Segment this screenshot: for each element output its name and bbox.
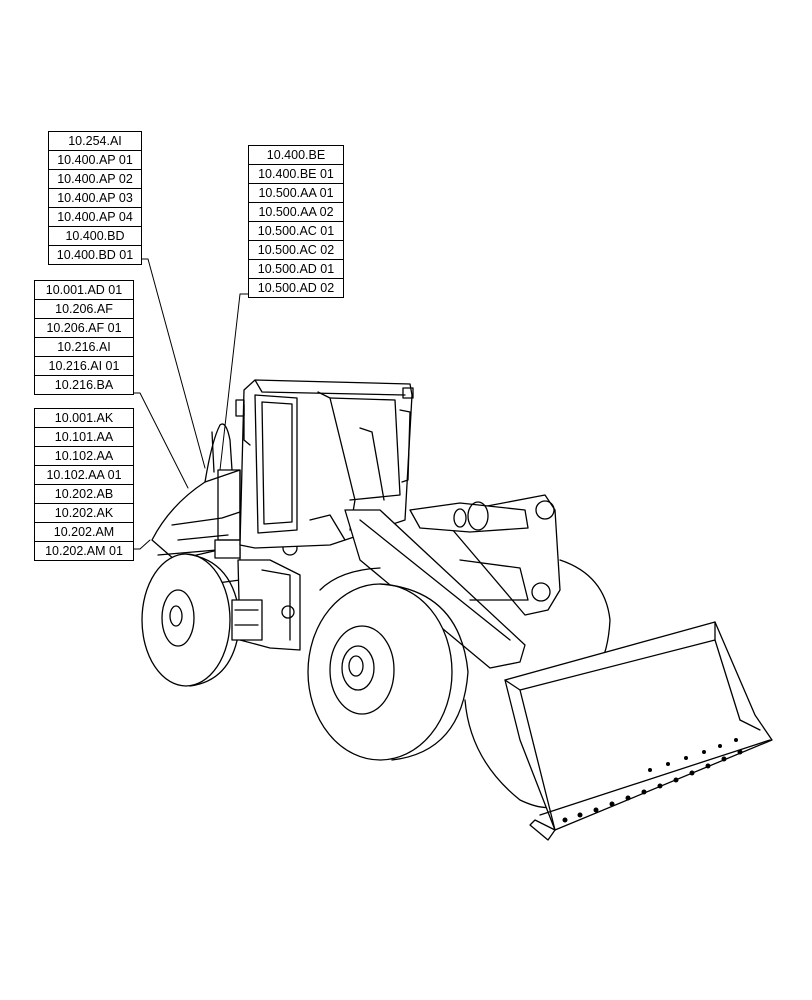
- part-reference-link[interactable]: 10.400.AP 02: [49, 170, 141, 189]
- leader-lines: [131, 258, 249, 550]
- part-reference-link[interactable]: 10.206.AF 01: [35, 319, 133, 338]
- part-reference-link[interactable]: 10.001.AK: [35, 409, 133, 428]
- part-reference-link[interactable]: 10.102.AA: [35, 447, 133, 466]
- part-reference-link[interactable]: 10.202.AB: [35, 485, 133, 504]
- part-reference-link[interactable]: 10.500.AA 01: [249, 184, 343, 203]
- part-reference-link[interactable]: 10.400.BE: [249, 146, 343, 165]
- part-reference-link[interactable]: 10.500.AC 02: [249, 241, 343, 260]
- part-reference-link[interactable]: 10.500.AA 02: [249, 203, 343, 222]
- part-reference-link[interactable]: 10.102.AA 01: [35, 466, 133, 485]
- part-reference-link[interactable]: 10.500.AD 02: [257, 281, 335, 295]
- part-reference-link[interactable]: 10.202.AM 01: [45, 544, 123, 558]
- reference-group-1: 10.254.AI 10.400.AP 01 10.400.AP 02 10.4…: [48, 131, 142, 265]
- part-reference-link[interactable]: 10.101.AA: [35, 428, 133, 447]
- part-reference-link[interactable]: 10.400.BD 01: [56, 248, 134, 262]
- part-reference-link[interactable]: 10.206.AF: [35, 300, 133, 319]
- part-reference-link[interactable]: 10.216.AI 01: [35, 357, 133, 376]
- part-reference-link[interactable]: 10.400.AP 04: [49, 208, 141, 227]
- part-reference-link[interactable]: 10.001.AD 01: [35, 281, 133, 300]
- part-reference-link[interactable]: 10.216.BA: [54, 378, 114, 392]
- leader-line-group-4: [131, 539, 151, 550]
- front-wheel: [307, 567, 469, 761]
- leader-line-group-1: [139, 258, 206, 469]
- part-reference-link[interactable]: 10.400.AP 03: [49, 189, 141, 208]
- bucket-bolts: [562, 738, 743, 823]
- loader-arms: [344, 494, 561, 669]
- leader-line-group-2: [219, 293, 249, 471]
- reference-group-2: 10.400.BE 10.400.BE 01 10.500.AA 01 10.5…: [248, 145, 344, 298]
- part-reference-link[interactable]: 10.216.AI: [35, 338, 133, 357]
- operator-cab: [217, 379, 414, 549]
- leader-line-group-3: [131, 392, 189, 489]
- part-reference-link[interactable]: 10.400.BE 01: [249, 165, 343, 184]
- part-reference-link[interactable]: 10.202.AK: [35, 504, 133, 523]
- part-reference-link[interactable]: 10.500.AD 01: [249, 260, 343, 279]
- part-reference-link[interactable]: 10.400.AP 01: [49, 151, 141, 170]
- loader-bucket: [504, 621, 773, 841]
- reference-group-3: 10.001.AD 01 10.206.AF 10.206.AF 01 10.2…: [34, 280, 134, 395]
- part-reference-link[interactable]: 10.400.BD: [49, 227, 141, 246]
- steps-and-frame: [231, 540, 301, 651]
- part-reference-link[interactable]: 10.500.AC 01: [249, 222, 343, 241]
- part-reference-link[interactable]: 10.202.AM: [35, 523, 133, 542]
- part-reference-link[interactable]: 10.254.AI: [49, 132, 141, 151]
- reference-group-4: 10.001.AK 10.101.AA 10.102.AA 10.102.AA …: [34, 408, 134, 561]
- rear-wheel: [141, 553, 241, 687]
